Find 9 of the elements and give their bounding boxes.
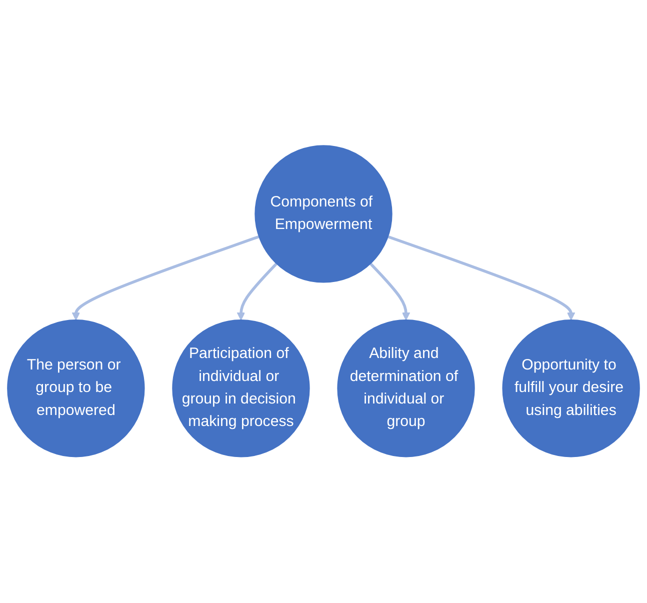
arrow xyxy=(236,262,278,321)
arrow xyxy=(388,236,576,321)
node-circle: Opportunity to fulfill your desire using abilities xyxy=(502,320,640,458)
node-circle: Components of Empowerment xyxy=(254,145,392,284)
arrow xyxy=(72,236,260,321)
arrow xyxy=(369,262,410,321)
node-circle: The person or group to be empowered xyxy=(7,320,145,458)
node-circle: Participation of individual or group in decision making process xyxy=(172,320,310,458)
node-circle: Ability and determination of individual or group xyxy=(337,320,475,458)
